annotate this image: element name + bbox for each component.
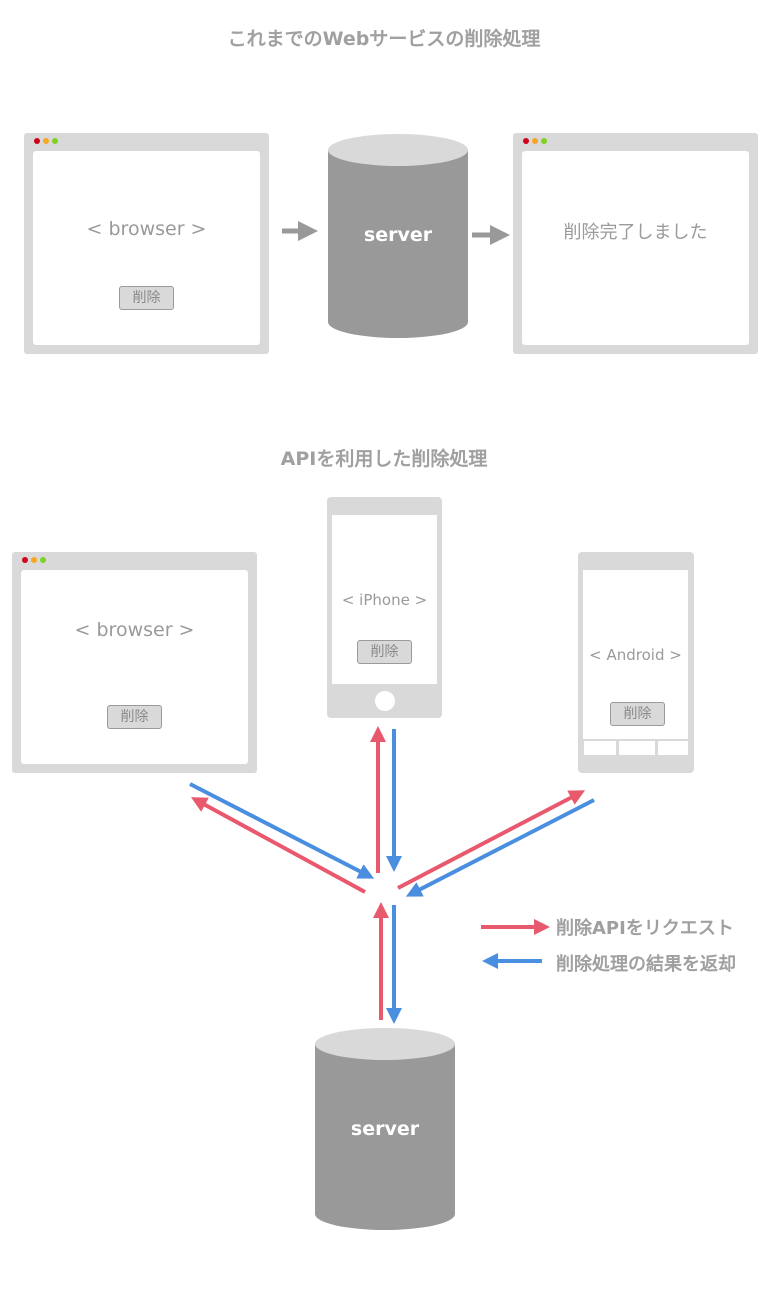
close-dot-icon <box>34 138 40 144</box>
browser-window-api: < browser > 削除 <box>12 552 257 773</box>
server-cylinder-api: server <box>315 1028 455 1230</box>
android-label: < Android > <box>589 646 682 664</box>
android-screen: < Android > 削除 <box>583 570 688 739</box>
browser-label: < browser > <box>74 619 195 641</box>
window-controls <box>523 138 547 144</box>
server-cylinder: server <box>328 134 468 338</box>
result-window: 削除完了しました <box>513 133 758 354</box>
iphone-label: < iPhone > <box>341 591 428 609</box>
close-dot-icon <box>523 138 529 144</box>
close-dot-icon <box>22 557 28 563</box>
iphone-device: < iPhone > 削除 <box>327 497 442 718</box>
result-label: 削除完了しました <box>563 222 708 243</box>
minimize-dot-icon <box>31 557 37 563</box>
nav-bar-home-icon <box>619 741 655 755</box>
legend-response-label: 削除処理の結果を返却 <box>556 954 736 975</box>
result-screen: 削除完了しました <box>522 151 749 345</box>
home-button-icon <box>375 691 395 711</box>
maximize-dot-icon <box>541 138 547 144</box>
android-device: < Android > 削除 <box>578 552 694 773</box>
nav-bar-back-icon <box>584 741 616 755</box>
delete-button[interactable]: 削除 <box>119 286 174 310</box>
request-arrow-browser <box>190 797 366 894</box>
browser-window: < browser > 削除 <box>24 133 269 354</box>
maximize-dot-icon <box>40 557 46 563</box>
window-controls <box>22 557 46 563</box>
server-label: server <box>364 224 433 246</box>
server-label: server <box>351 1118 420 1140</box>
delete-button[interactable]: 削除 <box>357 640 412 664</box>
minimize-dot-icon <box>532 138 538 144</box>
section1-title: これまでのWebサービスの削除処理 <box>227 28 541 50</box>
minimize-dot-icon <box>43 138 49 144</box>
delete-button[interactable]: 削除 <box>610 702 665 726</box>
legend-request-label: 削除APIをリクエスト <box>556 918 734 939</box>
response-arrow-android <box>405 798 595 897</box>
maximize-dot-icon <box>52 138 58 144</box>
request-arrow-android <box>397 790 586 890</box>
browser-label: < browser > <box>86 218 207 240</box>
browser-screen: < browser > 削除 <box>33 151 260 345</box>
section2-title: APIを利用した削除処理 <box>280 448 488 470</box>
nav-bar-recent-icon <box>658 741 688 755</box>
browser-screen: < browser > 削除 <box>21 570 248 764</box>
window-controls <box>34 138 58 144</box>
iphone-screen: < iPhone > 削除 <box>332 515 437 684</box>
delete-button[interactable]: 削除 <box>107 705 162 729</box>
response-arrow-browser <box>189 782 375 879</box>
